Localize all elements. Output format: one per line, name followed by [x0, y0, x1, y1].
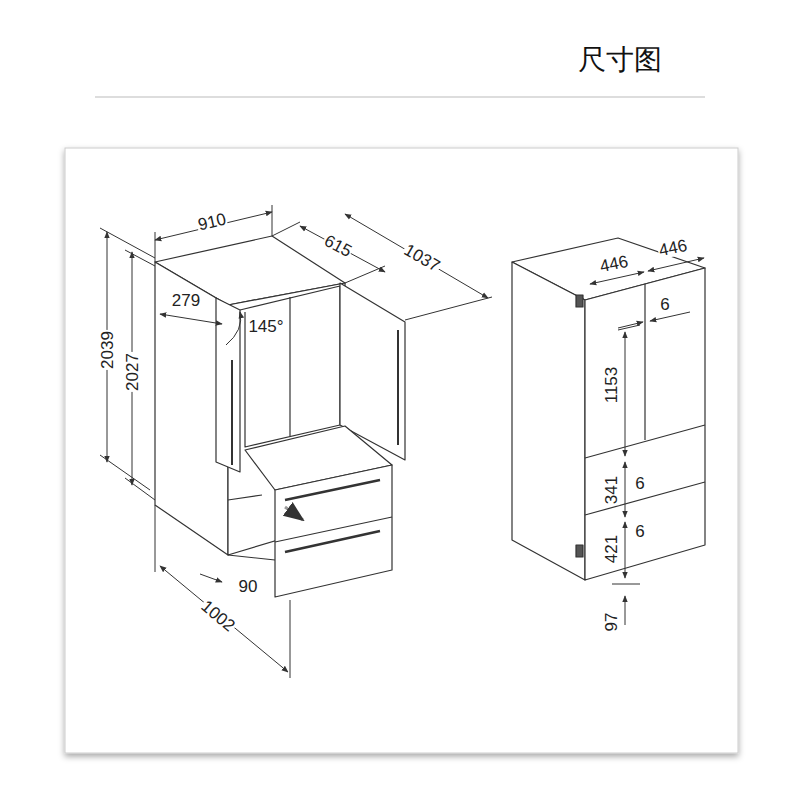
- dimension-label: 90: [238, 578, 259, 595]
- dimension-label: 97: [603, 612, 620, 633]
- dimension-label: 2039: [99, 330, 116, 370]
- dimension-label: 421: [603, 534, 620, 564]
- dimension-label: 6: [634, 475, 645, 492]
- dimension-label: 341: [603, 475, 620, 505]
- dimension-label: 145°: [247, 318, 284, 335]
- dimension-label: 6: [659, 296, 670, 313]
- dimension-label: 6: [634, 523, 645, 540]
- dimension-label: 2027: [124, 352, 141, 392]
- page-title: 尺寸图: [578, 46, 662, 74]
- dimension-label: 1153: [603, 366, 620, 405]
- dimension-label: 279: [171, 292, 201, 309]
